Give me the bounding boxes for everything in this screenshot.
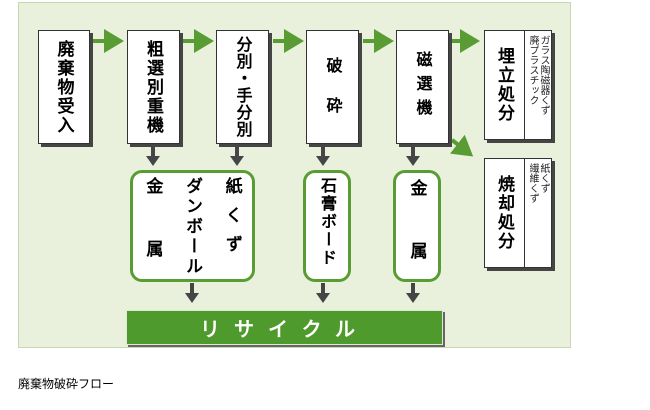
- step-magnetic-separator: 磁選機: [396, 30, 449, 144]
- recovered-metal: 金属: [393, 170, 441, 305]
- recovered-item: ダンボール: [181, 177, 202, 277]
- step-label: 粗選別重機: [143, 39, 163, 135]
- step-manual-sorting: 分別・手分別: [216, 30, 269, 144]
- diagram-caption: 廃棄物破砕フロー: [18, 377, 115, 391]
- recycle-label: リサイクル: [200, 317, 369, 341]
- disposal-landfill: 埋立処分 廃プラスチック ガラス陶磁器くず: [484, 30, 552, 140]
- step-crushing: 破 砕: [306, 30, 359, 144]
- recovered-gypsum-board: 石膏ボード: [303, 170, 351, 282]
- disposal-item: 繊維くず: [527, 163, 538, 203]
- disposal-label: 埋立処分: [494, 47, 514, 123]
- recycle-bar: リサイクル: [126, 310, 443, 345]
- recovered-item: 金属: [142, 177, 163, 303]
- step-label: 磁選機: [413, 51, 433, 123]
- disposal-incineration: 焼却処分 繊維くず 紙くず: [484, 158, 552, 268]
- disposal-label: 焼却処分: [494, 175, 514, 251]
- recovered-item: 石膏ボード: [318, 177, 337, 267]
- step-label: 廃棄物受入: [53, 39, 74, 135]
- recovered-item: 紙くず: [221, 177, 242, 264]
- step-label: 分別・手分別: [233, 36, 253, 138]
- recovered-paper-cardboard-metal: 金属 ダンボール 紙くず: [130, 170, 255, 303]
- step-waste-intake: 廃棄物受入: [38, 30, 90, 144]
- disposal-item: ガラス陶磁器くず: [538, 35, 549, 115]
- diagram-panel: [18, 2, 571, 348]
- disposal-item: 廃プラスチック: [527, 35, 538, 105]
- step-label: 破 砕: [323, 57, 343, 117]
- step-coarse-sorting: 粗選別重機: [127, 30, 180, 144]
- recovered-item: 金属: [406, 179, 427, 305]
- disposal-item: 紙くず: [538, 163, 549, 193]
